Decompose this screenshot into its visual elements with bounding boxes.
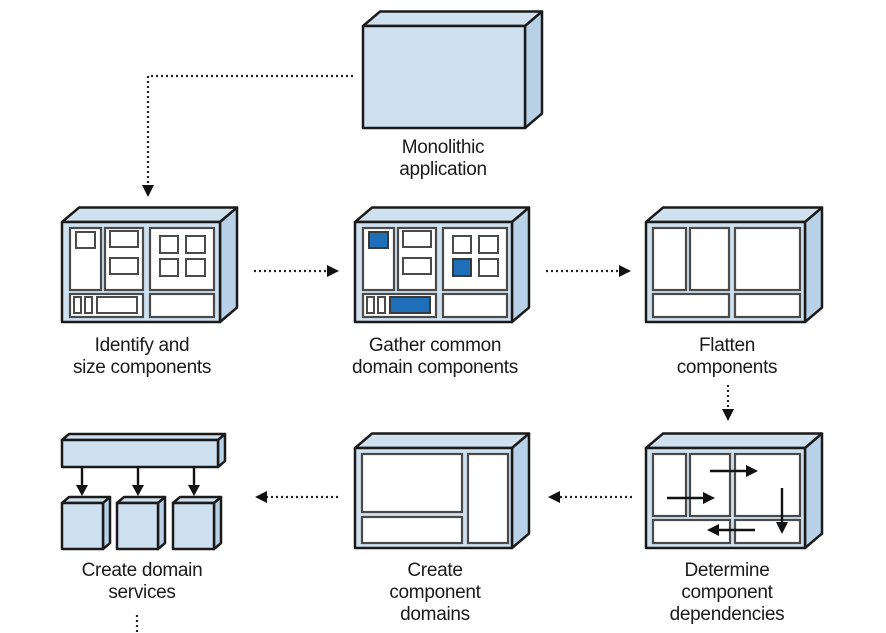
flow-arrow-flatten-to-dependencies — [722, 385, 734, 421]
service-arrows — [76, 467, 200, 496]
service-cube-3 — [171, 495, 223, 551]
service-cube-2 — [115, 495, 167, 551]
flow-arrow-domains-to-services — [255, 491, 338, 503]
dependency-arrow — [707, 524, 755, 536]
services-api-layer — [60, 432, 227, 469]
service-cube-1 — [60, 495, 112, 551]
flow-arrow-gather-to-flatten — [546, 265, 631, 277]
flow-arrow-dependencies-to-domains — [548, 491, 632, 503]
dependency-arrow — [667, 492, 715, 504]
dependencies-box-components — [651, 452, 802, 545]
flow-arrow-monolith-to-identify — [142, 74, 353, 197]
domains-box-components — [360, 452, 510, 545]
identify-box-components — [68, 226, 216, 319]
flatten-box-components — [651, 226, 802, 319]
monolith-box — [361, 10, 544, 130]
dependency-arrow — [710, 465, 758, 477]
dependency-arrow — [776, 488, 788, 534]
gather-box-components — [361, 226, 509, 319]
flow-arrow-identify-to-gather — [254, 265, 339, 277]
